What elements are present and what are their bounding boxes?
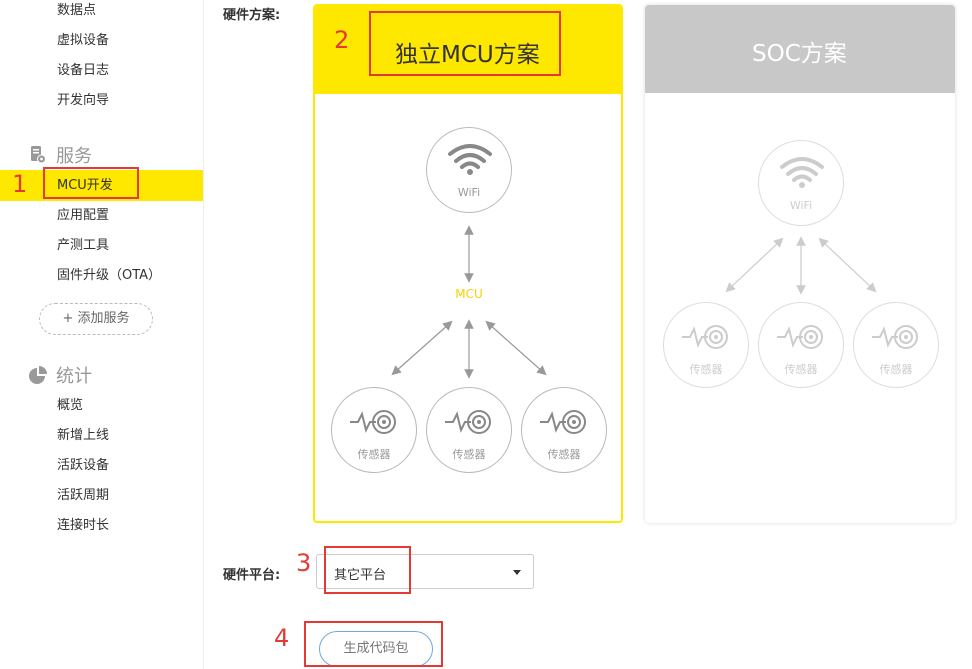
soc-diagram-arrows xyxy=(725,236,877,295)
wifi-label: WiFi xyxy=(789,199,813,212)
sensor-icon xyxy=(445,408,495,440)
wifi-label: WiFi xyxy=(457,186,481,199)
sensor-icon xyxy=(350,408,400,440)
sensor-node: 传感器 xyxy=(331,387,417,473)
chevron-down-icon xyxy=(513,570,521,575)
annotation-box-3 xyxy=(324,546,411,594)
soc-card-header xyxy=(645,5,955,93)
sidebar: 数据点 虚拟设备 设备日志 开发向导 服务 MCU开发 应用配置 产测工具 固件… xyxy=(0,0,204,669)
wifi-icon xyxy=(446,142,494,180)
stats-title: 统计 xyxy=(56,366,92,387)
annotation-box-4 xyxy=(304,621,443,667)
sidebar-item-device-log[interactable]: 设备日志 xyxy=(57,63,110,78)
sidebar-item-ota[interactable]: 固件升级（OTA） xyxy=(57,268,162,283)
sidebar-item-production-test[interactable]: 产测工具 xyxy=(57,238,110,253)
stats-section-title: 统计 xyxy=(28,362,92,388)
sensor-label: 传感器 xyxy=(547,448,581,461)
sensor-label: 传感器 xyxy=(357,448,391,461)
mcu-solution-card[interactable]: 独立MCU方案 WiFi MCU xyxy=(313,4,623,523)
service-settings-icon xyxy=(28,145,48,165)
platform-select-value: 其它平台 xyxy=(334,568,387,583)
wifi-node: WiFi xyxy=(758,140,844,226)
annotation-1: 1 xyxy=(12,170,28,198)
soc-card-title: SOC方案 xyxy=(752,41,847,67)
sidebar-item-overview[interactable]: 概览 xyxy=(57,398,84,413)
active-indicator xyxy=(0,170,203,201)
soc-solution-card[interactable]: SOC方案 WiFi xyxy=(645,5,955,523)
mcu-node-label: MCU xyxy=(455,287,483,301)
service-title: 服务 xyxy=(56,146,92,167)
sensor-node: 传感器 xyxy=(853,302,939,388)
generate-code-button[interactable]: 生成代码包 xyxy=(319,631,433,667)
service-section-title: 服务 xyxy=(28,142,92,168)
sensor-node: 传感器 xyxy=(521,387,607,473)
annotation-4: 4 xyxy=(274,624,290,652)
mcu-card-header xyxy=(315,6,621,94)
sidebar-item-active-period[interactable]: 活跃周期 xyxy=(57,488,110,503)
sensor-icon xyxy=(872,323,922,355)
sidebar-item-virtual-device[interactable]: 虚拟设备 xyxy=(57,33,110,48)
annotation-box-1 xyxy=(43,167,139,199)
sidebar-item-datapoints[interactable]: 数据点 xyxy=(57,3,97,18)
annotation-2: 2 xyxy=(334,26,350,54)
mcu-card-title: 独立MCU方案 xyxy=(395,42,540,68)
hardware-solution-label: 硬件方案: xyxy=(223,8,281,23)
sidebar-item-app-config[interactable]: 应用配置 xyxy=(57,208,110,223)
sensor-node: 传感器 xyxy=(758,302,844,388)
sidebar-item-active-devices[interactable]: 活跃设备 xyxy=(57,458,110,473)
wifi-icon xyxy=(778,155,826,193)
sidebar-item-new-online[interactable]: 新增上线 xyxy=(57,428,110,443)
sensor-node: 传感器 xyxy=(426,387,512,473)
sensor-label: 传感器 xyxy=(452,448,486,461)
pie-chart-icon xyxy=(28,365,48,385)
sensor-icon xyxy=(540,408,590,440)
sidebar-item-dev-guide[interactable]: 开发向导 xyxy=(57,93,110,108)
sidebar-item-mcu-dev[interactable]: MCU开发 xyxy=(57,178,113,193)
annotation-3: 3 xyxy=(296,549,312,577)
hardware-platform-label: 硬件平台: xyxy=(223,568,281,583)
sensor-label: 传感器 xyxy=(689,363,723,376)
wifi-node: WiFi xyxy=(426,127,512,213)
sensor-node: 传感器 xyxy=(663,302,749,388)
sensor-icon xyxy=(777,323,827,355)
sensor-label: 传感器 xyxy=(879,363,913,376)
sensor-icon xyxy=(682,323,732,355)
annotation-box-2 xyxy=(369,11,561,76)
sensor-label: 传感器 xyxy=(784,363,818,376)
mcu-diagram-arrows xyxy=(391,225,547,379)
platform-select[interactable]: 其它平台 xyxy=(316,554,534,589)
sidebar-item-connection-time[interactable]: 连接时长 xyxy=(57,518,110,533)
add-service-button[interactable]: + 添加服务 xyxy=(39,303,153,335)
